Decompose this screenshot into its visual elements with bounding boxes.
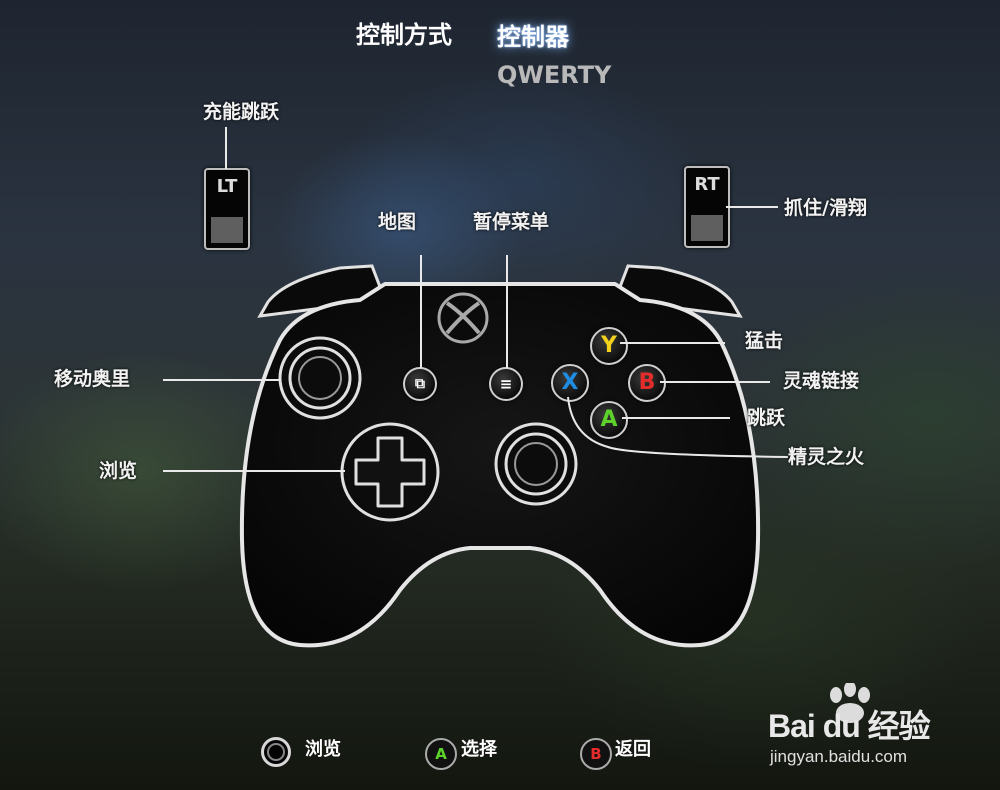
watermark-url: jingyan.baidu.com xyxy=(770,747,908,766)
b-button[interactable]: B xyxy=(628,364,666,402)
tab-qwerty[interactable]: QWERTY xyxy=(497,61,612,89)
lt-label: LT xyxy=(216,176,238,197)
y-button[interactable]: Y xyxy=(590,327,628,365)
label-charge-jump: 充能跳跃 xyxy=(203,101,280,123)
watermark-brand: Bai du 经验 xyxy=(768,708,931,744)
label-move-ori: 移动奥里 xyxy=(54,368,131,390)
tab-controls[interactable]: 控制方式 xyxy=(356,21,452,49)
a-button[interactable]: A xyxy=(590,401,628,439)
x-button[interactable]: X xyxy=(551,364,589,402)
rt-label: RT xyxy=(694,174,720,195)
watermark: Bai du 经验 jingyan.baidu.com xyxy=(768,683,988,773)
view-button[interactable]: ⧉ xyxy=(403,367,437,401)
paw-icon xyxy=(830,683,870,723)
menu-button[interactable]: ≡ xyxy=(489,367,523,401)
tab-controller[interactable]: 控制器 xyxy=(497,23,569,51)
label-jump: 跳跃 xyxy=(747,407,786,429)
lt-trigger-icon: LT xyxy=(204,168,250,250)
label-spirit-flame: 精灵之火 xyxy=(788,446,865,468)
stick-icon xyxy=(261,737,291,767)
a-button-icon: A xyxy=(425,738,457,770)
menu-icon: ≡ xyxy=(499,374,513,393)
label-bash: 猛击 xyxy=(745,330,784,352)
label-pause-menu: 暂停菜单 xyxy=(473,211,550,233)
label-grab-glide: 抓住/滑翔 xyxy=(784,197,867,219)
hint-select[interactable]: 选择 xyxy=(461,739,497,760)
label-browse: 浏览 xyxy=(99,460,138,482)
hint-browse[interactable]: 浏览 xyxy=(305,739,341,760)
label-soul-link: 灵魂链接 xyxy=(783,370,860,392)
view-icon: ⧉ xyxy=(415,376,425,392)
hint-back[interactable]: 返回 xyxy=(615,739,651,760)
label-map: 地图 xyxy=(378,211,417,233)
b-button-icon: B xyxy=(580,738,612,770)
